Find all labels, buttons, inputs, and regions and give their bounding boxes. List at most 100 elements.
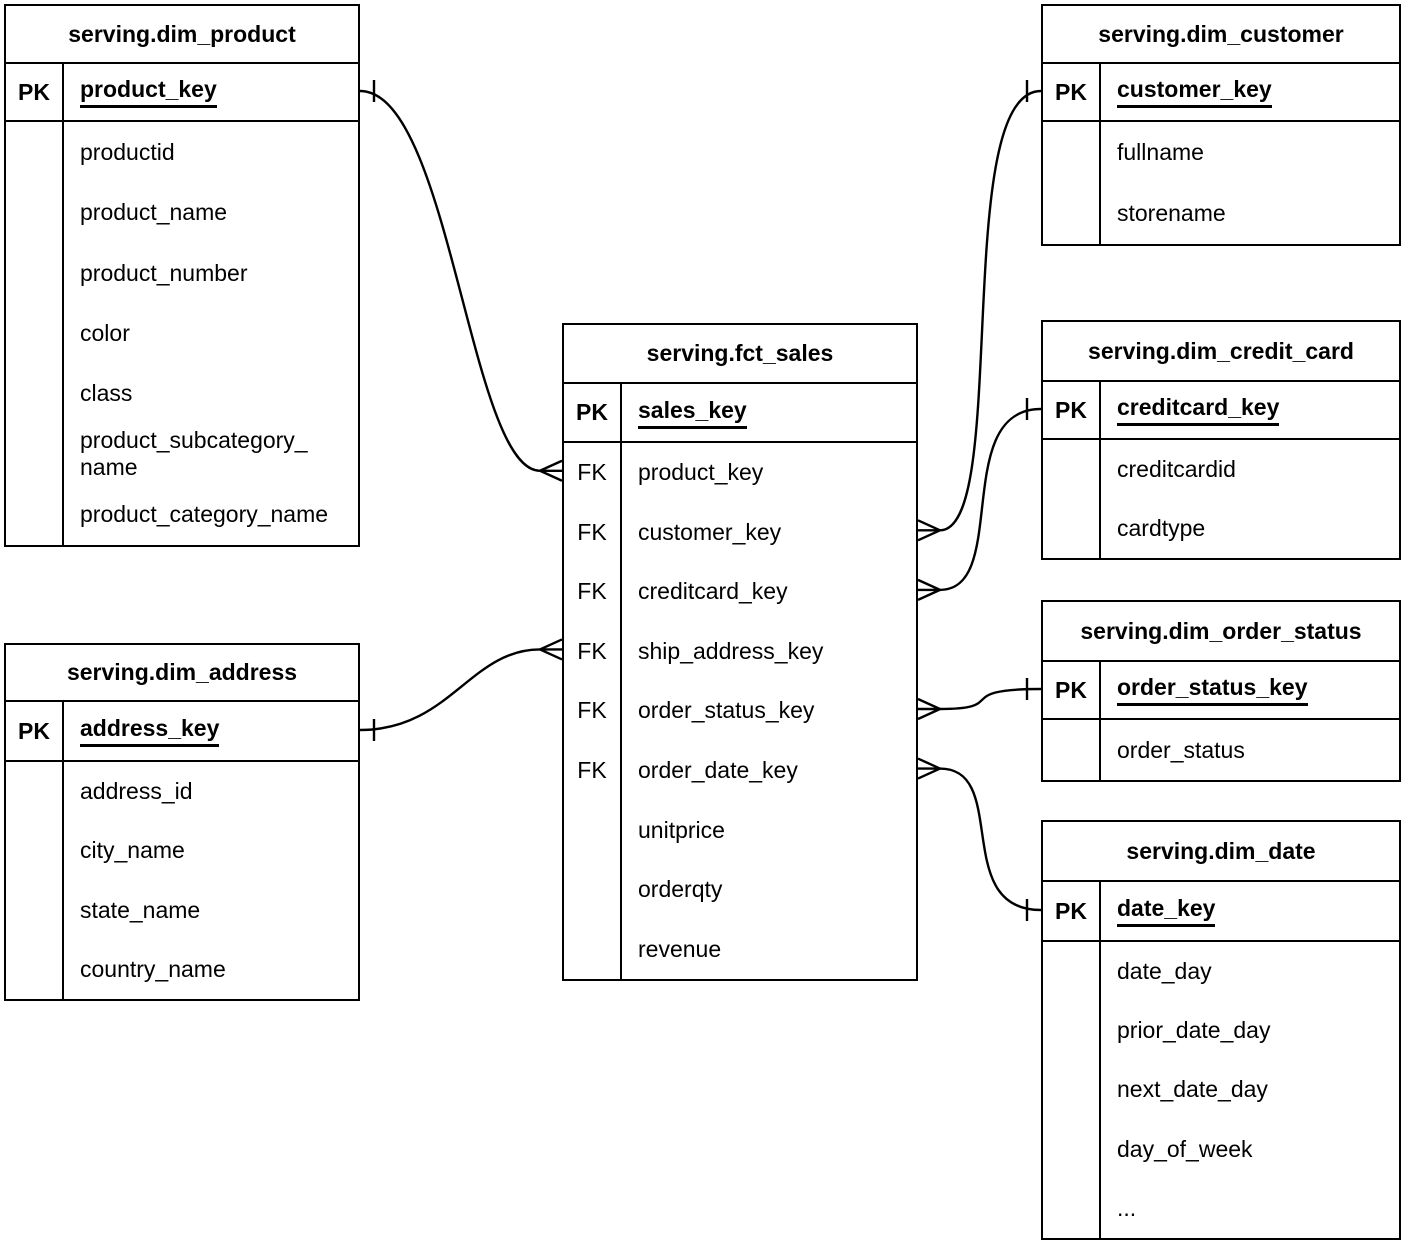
field-name: product_subcategory_ name xyxy=(80,427,308,481)
field-name: class xyxy=(80,380,133,407)
fk-badge xyxy=(6,880,64,940)
fk-badge xyxy=(1043,499,1101,558)
table-row: orderqty xyxy=(564,859,916,920)
table-row: FK customer_key xyxy=(564,502,916,563)
field-name: revenue xyxy=(638,935,722,962)
field-name: color xyxy=(80,319,130,346)
fk-badge: FK xyxy=(564,740,622,801)
table-row: class xyxy=(6,363,358,425)
fk-badge: FK xyxy=(564,502,622,563)
field-name: address_id xyxy=(80,778,193,805)
table-row: date_day xyxy=(1043,942,1399,1002)
field-name: next_date_day xyxy=(1117,1076,1268,1103)
primary-key-row: PK date_key xyxy=(1043,882,1399,942)
pk-badge: PK xyxy=(564,384,622,441)
table-row: product_name xyxy=(6,182,358,243)
fk-badge xyxy=(564,800,622,860)
field-name: creditcard_key xyxy=(638,578,788,605)
field-name: ship_address_key xyxy=(638,637,824,664)
fk-badge xyxy=(6,484,64,545)
fk-badge xyxy=(1043,440,1101,499)
field-name: state_name xyxy=(80,896,201,923)
table-row: prior_date_day xyxy=(1043,1001,1399,1061)
fk-badge xyxy=(6,122,64,183)
connector-dim_order_status-fct_sales[interactable] xyxy=(939,687,1042,711)
fk-badge: FK xyxy=(564,621,622,682)
table-row: address_id xyxy=(6,762,358,822)
table-row: day_of_week xyxy=(1043,1119,1399,1179)
field-name: city_name xyxy=(80,837,185,864)
pk-badge: PK xyxy=(6,64,64,120)
field-name: product_category_name xyxy=(80,501,329,528)
connector-dim_customer-fct_sales[interactable] xyxy=(939,89,1042,532)
table-row: state_name xyxy=(6,880,358,940)
fk-badge: FK xyxy=(564,681,622,741)
pk-field-name: order_status_key xyxy=(1117,674,1308,706)
crow-foot-many-marker xyxy=(917,697,941,721)
pk-field-name: address_key xyxy=(80,715,220,747)
table-row: color xyxy=(6,303,358,364)
pk-badge: PK xyxy=(1043,882,1101,940)
fk-badge xyxy=(6,821,64,881)
table-title: serving.dim_credit_card xyxy=(1043,322,1399,382)
fk-badge xyxy=(6,424,64,485)
fk-badge xyxy=(1043,942,1101,1002)
field-name: customer_key xyxy=(638,518,782,545)
table-title: serving.fct_sales xyxy=(564,325,916,384)
crow-foot-many-marker xyxy=(917,757,941,780)
pk-field-name: date_key xyxy=(1117,895,1216,927)
crow-foot-many-marker xyxy=(917,578,941,601)
table-row: next_date_day xyxy=(1043,1060,1399,1120)
connector-dim_date-fct_sales[interactable] xyxy=(939,767,1042,912)
fk-badge xyxy=(6,182,64,243)
fk-badge xyxy=(564,919,622,979)
fk-badge xyxy=(1043,1060,1101,1120)
field-name: country_name xyxy=(80,955,226,982)
connector-dim_product-fct_sales[interactable] xyxy=(359,89,541,472)
connector-dim_credit_card-fct_sales[interactable] xyxy=(939,407,1042,592)
field-name: creditcardid xyxy=(1117,456,1236,482)
table-row: ... xyxy=(1043,1178,1399,1238)
pk-field-name: sales_key xyxy=(638,397,747,429)
fk-badge xyxy=(6,242,64,304)
pk-badge: PK xyxy=(1043,382,1101,438)
field-name: productid xyxy=(80,138,175,165)
table-row: FK ship_address_key xyxy=(564,621,916,682)
pk-badge: PK xyxy=(6,702,64,760)
field-name: day_of_week xyxy=(1117,1135,1253,1162)
primary-key-row: PK sales_key xyxy=(564,384,916,443)
table-title: serving.dim_date xyxy=(1043,822,1399,882)
crow-foot-many-marker xyxy=(917,519,941,542)
field-name: orderqty xyxy=(638,876,723,903)
table-row: city_name xyxy=(6,821,358,881)
connector-dim_address-fct_sales[interactable] xyxy=(359,648,541,732)
fk-badge xyxy=(1043,720,1101,780)
table-row: storename xyxy=(1043,183,1399,244)
fk-badge xyxy=(1043,1178,1101,1238)
field-name: storename xyxy=(1117,200,1226,226)
table-row: unitprice xyxy=(564,800,916,860)
field-name: prior_date_day xyxy=(1117,1017,1271,1044)
fk-badge: FK xyxy=(564,562,622,622)
field-name: cardtype xyxy=(1117,515,1206,541)
field-name: order_status xyxy=(1117,736,1245,763)
table-row: cardtype xyxy=(1043,499,1399,558)
fk-badge xyxy=(564,859,622,920)
fk-badge xyxy=(1043,183,1101,244)
field-name: product_number xyxy=(80,259,248,286)
table-title: serving.dim_order_status xyxy=(1043,602,1399,662)
